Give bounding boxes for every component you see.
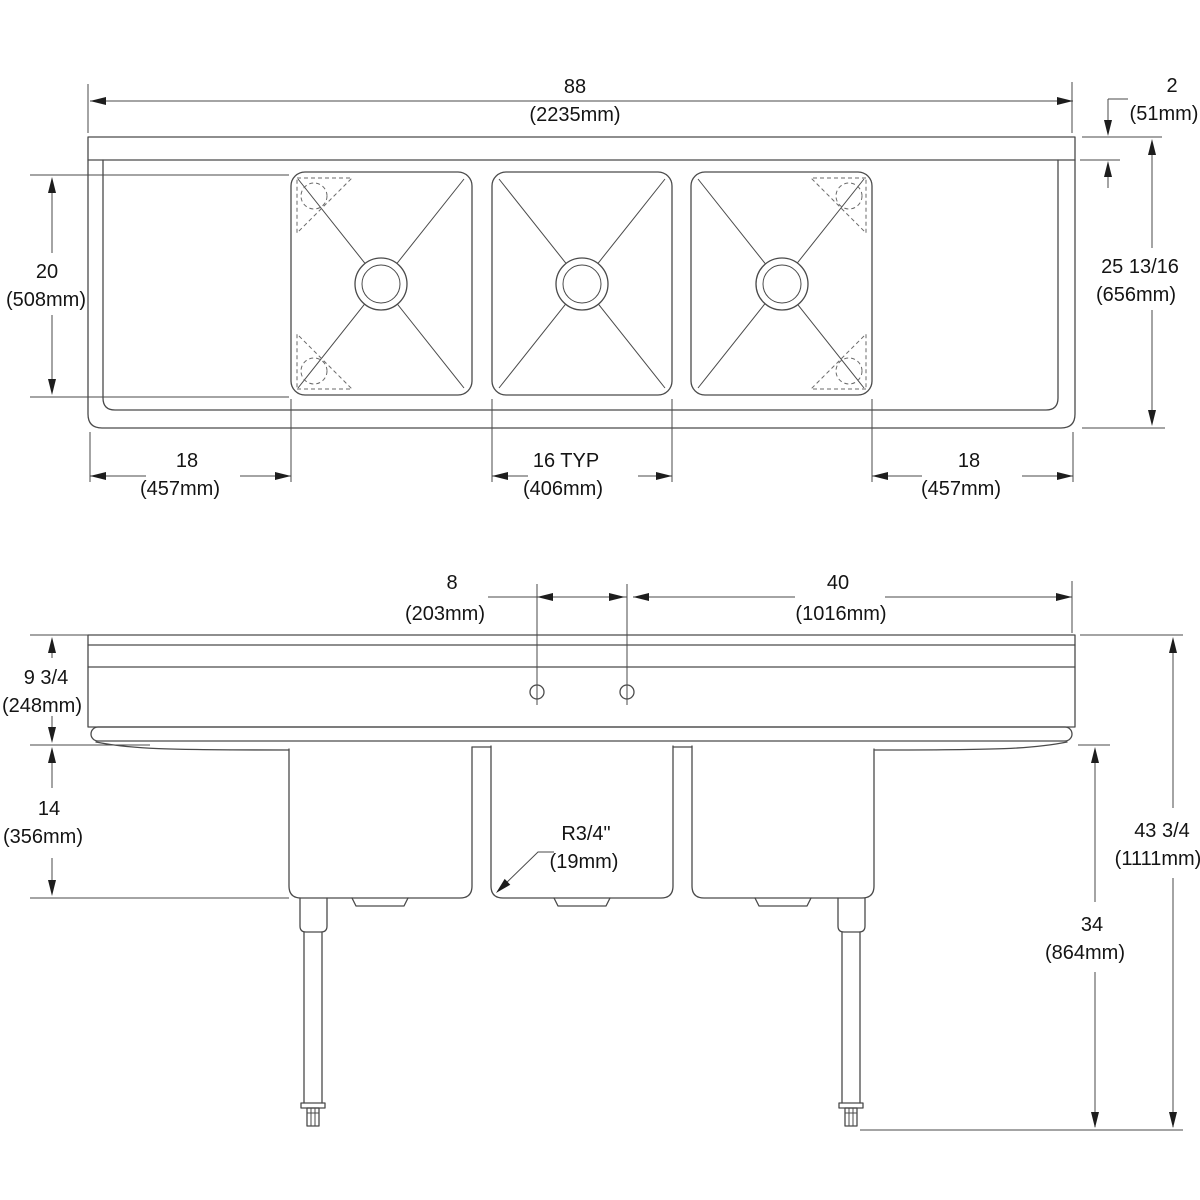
- bowl-1-corner-gusset-top: [296, 177, 354, 235]
- dim-left-drainboard-mm: (457mm): [140, 478, 220, 500]
- bowl-2-outline: [491, 171, 673, 396]
- dim-right-drainboard-inches: 18: [958, 450, 980, 472]
- dim-corner-radius-inches: R3/4": [561, 823, 610, 845]
- bowl-1-drain-inner: [361, 264, 401, 304]
- dim-corner-radius: R3/4" (19mm): [496, 823, 618, 893]
- front-left-underside: [95, 741, 290, 751]
- dim-overall-width: 88 (2235mm): [87, 76, 1073, 133]
- dim-left-drainboard-inches: 18: [176, 450, 198, 472]
- dim-overall-height: 43 3/4 (1111mm): [860, 634, 1200, 1131]
- left-leg-flange: [300, 1102, 326, 1109]
- dim-bowl-depth: 14 (356mm): [3, 747, 289, 899]
- dim-overall-depth-mm: (656mm): [1096, 284, 1176, 306]
- dim-overall-width-mm: (2235mm): [529, 104, 620, 126]
- dim-faucet-to-edge-inches: 40: [827, 572, 849, 594]
- left-leg-foot: [306, 1107, 320, 1127]
- dim-bowl-width-inches: 16 TYP: [533, 450, 599, 472]
- front-right-underside: [874, 741, 1068, 751]
- dim-overall-height-mm: (1111mm): [1115, 848, 1200, 870]
- dim-right-drainboard-mm: (457mm): [921, 478, 1001, 500]
- bowl-3-drain-fitting: [754, 897, 812, 907]
- dim-bowl-front-back-mm: (508mm): [6, 289, 86, 311]
- bowl-1-corner-hole-bottom: [300, 357, 328, 385]
- bowl-3-front: [691, 745, 875, 899]
- bowl-1-plan: [290, 171, 473, 396]
- bowl-3-drain-outer: [755, 257, 809, 311]
- dim-right-drainboard: 18 (457mm): [871, 399, 1074, 500]
- front-view: 8 (203mm) 40 (1016mm) 9 3/4 (248mm) 14 (…: [2, 572, 1200, 1131]
- dim-corner-radius-mm: (19mm): [550, 851, 619, 873]
- dim-bowl-front-back: 20 (508mm): [6, 174, 289, 398]
- dim-work-height-inches: 34: [1081, 914, 1103, 936]
- bowl-3-drain-inner: [762, 264, 802, 304]
- bowl-3-outline: [690, 171, 873, 396]
- right-leg: [837, 897, 866, 1127]
- dim-faucet-to-edge: 40 (1016mm): [633, 572, 1073, 633]
- bowl-2-drain-inner: [562, 264, 602, 304]
- dim-bowl-depth-inches: 14: [38, 798, 60, 820]
- bowl-3-plan: [690, 171, 873, 396]
- dim-bowl-depth-mm: (356mm): [3, 826, 83, 848]
- bowl-1-drain-fitting: [351, 897, 409, 907]
- dim-faucet-to-edge-mm: (1016mm): [795, 603, 886, 625]
- dim-work-height: 34 (864mm): [1045, 744, 1125, 1128]
- front-rolled-rim: [90, 726, 1073, 742]
- dim-faucet-spacing-mm: (203mm): [405, 603, 485, 625]
- dim-overall-depth-inches: 25 13/16: [1101, 256, 1179, 278]
- bowl-2-front: [490, 745, 674, 899]
- dim-backsplash-depth: 2 (51mm): [1080, 75, 1198, 188]
- bowl-1-drain-outer: [354, 257, 408, 311]
- dim-faucet-spacing-inches: 8: [446, 572, 457, 594]
- dim-overall-height-inches: 43 3/4: [1134, 820, 1190, 842]
- bowl-1-corner-hole-top: [300, 182, 328, 210]
- dim-splash-to-rim-mm: (248mm): [2, 695, 82, 717]
- plan-view: 88 (2235mm) 2 (51mm) 25 13/16 (656mm) 20…: [6, 75, 1198, 500]
- front-counter-body: [87, 634, 1076, 728]
- dim-work-height-mm: (864mm): [1045, 942, 1125, 964]
- dim-bowl-width: 16 TYP (406mm): [491, 399, 673, 500]
- dim-splash-to-rim: 9 3/4 (248mm): [2, 634, 150, 746]
- dim-bowl-width-mm: (406mm): [523, 478, 603, 500]
- bowl-3-corner-gusset-top: [809, 177, 867, 235]
- dim-overall-width-inches: 88: [564, 76, 586, 98]
- plan-inner-rim: [102, 159, 1059, 411]
- plan-outer-outline: [87, 136, 1076, 429]
- bowl-1-corner-gusset-bottom: [296, 332, 354, 390]
- bowl-2-plan: [491, 171, 673, 396]
- dim-bowl-front-back-inches: 20: [36, 261, 58, 283]
- bowl-3-corner-hole-bottom: [835, 357, 863, 385]
- right-leg-foot: [844, 1107, 858, 1127]
- dim-backsplash-mm: (51mm): [1130, 103, 1199, 125]
- right-leg-flange: [838, 1102, 864, 1109]
- dim-overall-depth: 25 13/16 (656mm): [1082, 139, 1179, 429]
- bowl-1-front: [288, 746, 473, 899]
- faucet-hole-right: [619, 684, 635, 700]
- bowl-3-corner-gusset-bottom: [809, 332, 867, 390]
- dim-backsplash-inches: 2: [1166, 75, 1177, 97]
- bowl-2-drain-outer: [555, 257, 609, 311]
- dim-left-drainboard: 18 (457mm): [89, 399, 292, 500]
- dim-faucet-spacing: 8 (203mm): [405, 572, 627, 625]
- bowl-2-drain-fitting: [553, 897, 611, 907]
- left-leg: [299, 897, 328, 1127]
- bowl-3-corner-hole-top: [835, 182, 863, 210]
- front-backsplash-lines: [87, 644, 1076, 668]
- dim-splash-to-rim-inches: 9 3/4: [24, 667, 68, 689]
- bowl-1-outline: [290, 171, 473, 396]
- faucet-hole-left: [529, 684, 545, 700]
